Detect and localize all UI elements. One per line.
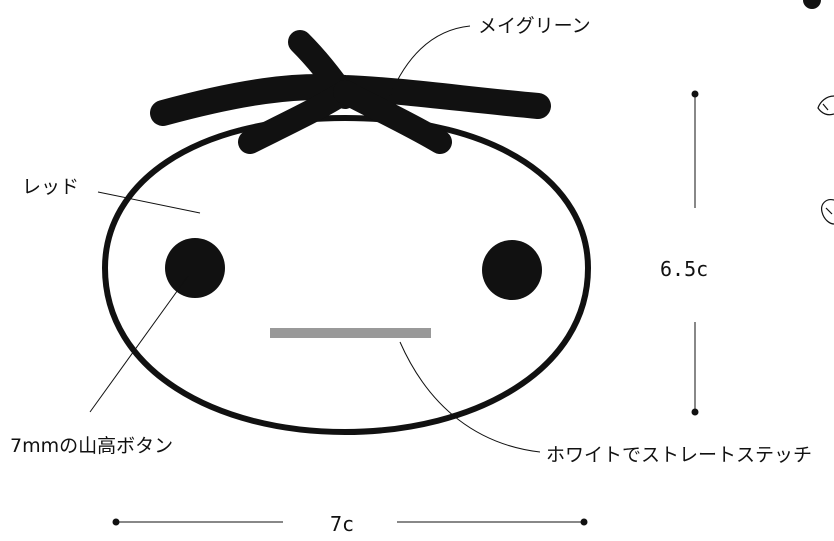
- body-leader-line: [97, 191, 201, 214]
- eye-label: 7mmの山高ボタン: [10, 435, 173, 457]
- cropped-marker-dot: [803, 0, 821, 9]
- body-label: レッド: [22, 176, 79, 198]
- mouth-label: ホワイトでストレートステッチ: [546, 444, 812, 466]
- height-dimension-label: 6.5c: [660, 257, 708, 281]
- mouth-stitch: [270, 328, 431, 338]
- width-dimension: 7c: [112, 512, 588, 536]
- width-dimension-label: 7c: [330, 512, 354, 536]
- left-eye-button: [165, 238, 225, 298]
- eye-leader-line: [89, 275, 189, 413]
- height-dimension: 6.5c: [660, 90, 708, 416]
- stem-label: メイグリーン: [478, 15, 591, 37]
- stem-leader-line: [389, 25, 471, 97]
- stem-leaves: [150, 30, 551, 154]
- right-eye-button: [482, 240, 542, 300]
- mouth-leader-line: [399, 341, 541, 453]
- cropped-sketch-icon: [817, 95, 834, 225]
- tomato-body-outline: [101, 114, 592, 436]
